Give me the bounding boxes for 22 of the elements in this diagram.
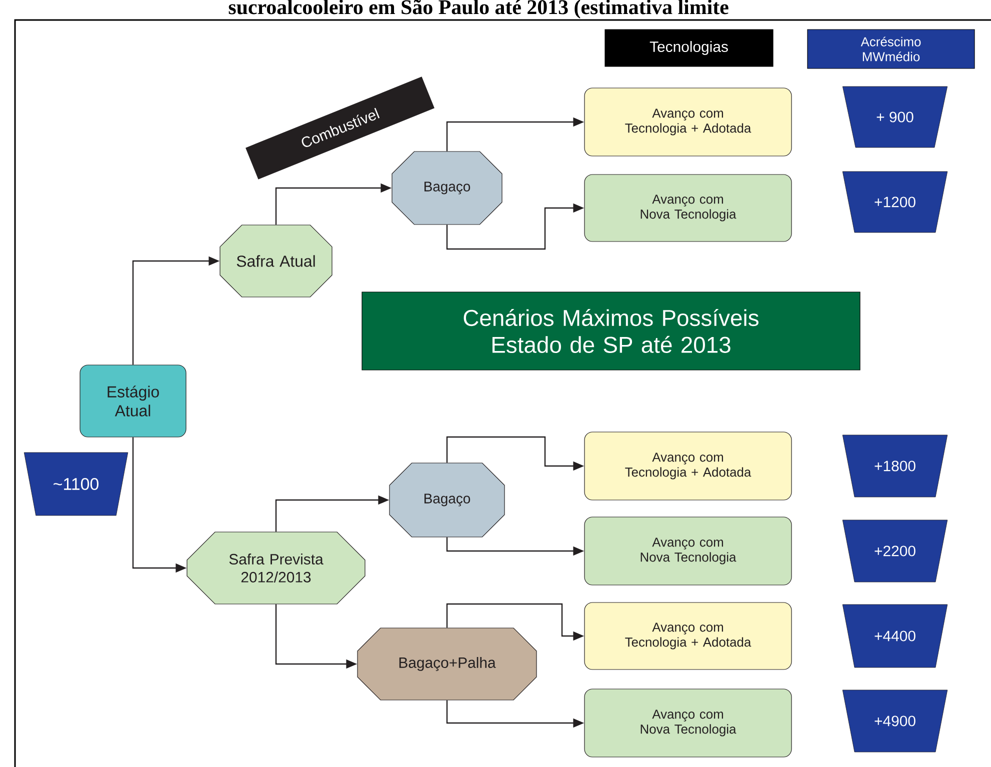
octagon-node: Bagaço+Palha: [357, 628, 537, 700]
value-trapezoid: +1200: [842, 171, 948, 233]
value-trapezoid: +4400: [842, 604, 948, 668]
column-header: Tecnologias: [604, 29, 774, 67]
octagon-node: Safra Atual: [220, 224, 332, 298]
octagon-node: Safra Prevista 2012/2013: [186, 532, 366, 604]
value-trapezoid: +2200: [842, 520, 948, 582]
process-box: Avanço com Tecnologia + Adotada: [584, 88, 792, 156]
column-header: Acréscimo MWmédio: [807, 29, 975, 69]
column-header: Cenários Máximos Possíveis Estado de SP até 2013: [362, 292, 860, 370]
value-trapezoid: ~1100: [24, 452, 128, 516]
value-trapezoid: +4900: [842, 690, 948, 752]
octagon-node: Bagaço: [389, 462, 505, 538]
value-trapezoid: +1800: [842, 434, 948, 498]
process-box: Avanço com Nova Tecnologia: [584, 516, 792, 586]
process-box: Avanço com Tecnologia + Adotada: [584, 602, 792, 670]
process-box: Avanço com Tecnologia + Adotada: [584, 432, 792, 500]
process-box: Avanço com Nova Tecnologia: [584, 174, 792, 242]
process-box: Avanço com Nova Tecnologia: [584, 688, 792, 758]
value-trapezoid: + 900: [842, 86, 948, 148]
octagon-node: Bagaço: [392, 151, 502, 225]
process-box: Estágio Atual: [80, 364, 186, 438]
